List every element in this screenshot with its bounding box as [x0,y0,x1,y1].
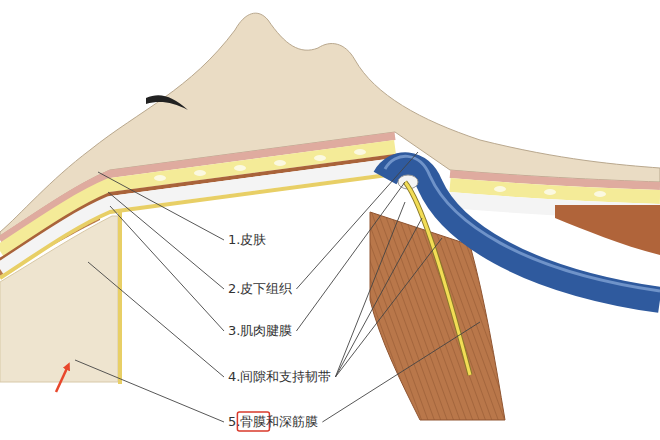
deep-fascia-line [118,212,122,384]
callout-label: 5.骨膜和深筋膜 [228,414,318,430]
leader-line [98,172,224,240]
leader-line [88,262,224,377]
leader-line [335,202,405,377]
top-layers [0,136,660,278]
nerve [405,182,470,375]
nerve-core [405,182,470,375]
callout-label: 4.间隙和支持韧带 [228,369,331,385]
leader-line [296,182,405,331]
callout-label: 3.肌肉腱膜 [228,323,292,339]
leader-line [322,322,480,422]
callout-label: 1.皮肤 [228,232,266,248]
leader-line [108,192,224,289]
leader-line [75,360,224,422]
leader-line [296,152,418,289]
eyebrow [146,95,188,110]
red-arrow [56,366,68,392]
muscle-right-upper [555,205,660,255]
callout-label: 2.皮下组织 [228,281,292,297]
leader-line [110,206,224,331]
leader-line [335,218,422,377]
